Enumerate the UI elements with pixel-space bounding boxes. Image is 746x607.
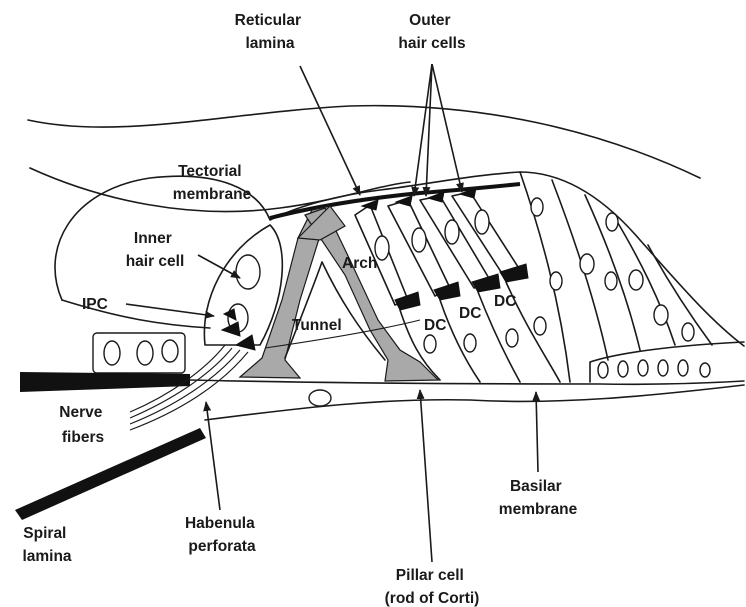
label-tunnel: Tunnel: [292, 317, 342, 334]
label-dc-3: DC: [494, 293, 516, 310]
label-habenula-perforata: Habenula perforata: [185, 515, 259, 555]
tectorial-membrane: [28, 106, 700, 178]
label-tectorial-membrane: Tectorial membrane: [173, 163, 252, 203]
label-outer-hair-cells: Outer hair cells: [398, 12, 465, 52]
arrow-basilar-membrane: [536, 392, 538, 472]
blood-vessel: [309, 390, 331, 406]
label-pillar-cell: Pillar cell (rod of Corti): [385, 567, 480, 607]
arrow-inner-hair-cell: [198, 255, 240, 278]
arrow-outer-hair-cells-3: [432, 64, 462, 192]
label-ipc: IPC: [82, 296, 108, 313]
label-reticular-lamina: Reticular lamina: [235, 12, 306, 52]
label-dc-1: DC: [424, 317, 446, 334]
supporting-cells-outer: [520, 172, 712, 382]
basilar-membrane-lower: [205, 385, 744, 420]
claudius-cells: [590, 342, 744, 382]
outer-hair-cells: [355, 188, 528, 310]
inner-sulcus-cells: [93, 333, 185, 373]
label-spiral-lamina: Spiral lamina: [22, 525, 71, 565]
label-dc-2: DC: [459, 305, 481, 322]
label-arch: Arch: [342, 255, 377, 272]
arrow-ipc: [126, 304, 214, 316]
label-inner-hair-cell: Inner hair cell: [126, 230, 185, 270]
arrow-reticular-lamina: [300, 66, 360, 195]
label-basilar-membrane: Basilar membrane: [499, 478, 578, 518]
spiral-lamina-lower: [15, 428, 206, 520]
arrow-pillar-cell: [420, 390, 432, 562]
spiral-lamina-upper: [20, 372, 190, 392]
label-nerve-fibers: Nerve fibers: [59, 404, 106, 446]
basilar-membrane: [190, 380, 744, 384]
